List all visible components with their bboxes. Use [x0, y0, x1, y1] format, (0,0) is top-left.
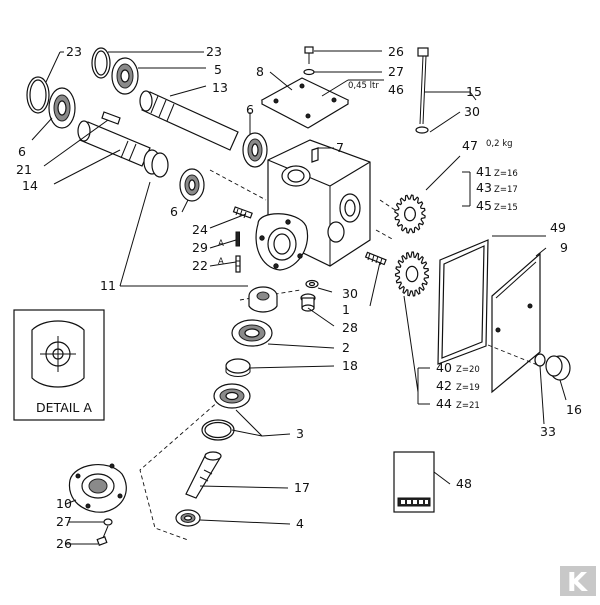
callout-27: 27	[56, 514, 72, 529]
callout-47-note: 0,2 kg	[486, 139, 513, 149]
callout-27: 27	[388, 64, 404, 79]
shaft-part	[139, 90, 239, 151]
callout-21: 21	[16, 162, 32, 177]
callout-44-z: Z=21	[456, 401, 480, 411]
bushing-part	[143, 149, 169, 178]
callout-4: 4	[296, 516, 304, 531]
callout-22: 22	[192, 258, 208, 273]
callout-43: 43	[476, 180, 492, 195]
callout-3: 3	[296, 426, 304, 441]
gear-upper-part	[394, 194, 426, 234]
bearing-part	[242, 132, 268, 168]
callout-24: 24	[192, 222, 208, 237]
callout-15: 15	[466, 84, 482, 99]
callout-48: 48	[456, 476, 472, 491]
pin-part	[232, 206, 253, 219]
bearing-part	[231, 319, 273, 347]
detail-a-label: DETAIL A	[36, 400, 92, 415]
callout-47: 47	[462, 138, 478, 153]
callout-42: 42	[436, 378, 452, 393]
callout-26: 26	[56, 536, 72, 551]
callout-28: 28	[342, 320, 358, 335]
callout-1: 1	[342, 302, 350, 317]
callout-49: 49	[550, 220, 566, 235]
bearing-part	[48, 87, 76, 129]
callout-46-note: 0,45 ltr	[348, 81, 379, 91]
callout-2: 2	[342, 340, 350, 355]
screw-part	[303, 46, 315, 76]
ring-part	[225, 358, 251, 377]
callout-40-z: Z=20	[456, 365, 480, 375]
callout-6: 6	[18, 144, 26, 159]
callout-23: 23	[66, 44, 82, 59]
callout-45: 45	[476, 198, 492, 213]
detail-a-box	[13, 309, 105, 421]
callout-43-z: Z=17	[494, 185, 518, 195]
input-shaft-part	[77, 111, 151, 167]
output-shaft-part	[185, 451, 222, 499]
callout-30: 30	[342, 286, 358, 301]
callout-46: 46	[388, 82, 404, 97]
pin-part	[235, 255, 241, 273]
callout-labels: 23 23 26 8 27 0,45 ltr 46 15 5 13 30 6 6…	[16, 44, 582, 551]
callout-16: 16	[566, 402, 582, 417]
callout-5: 5	[214, 62, 222, 77]
gasket-part	[437, 239, 489, 365]
callout-23: 23	[206, 44, 222, 59]
side-cover-part	[491, 252, 541, 394]
callout-14: 14	[22, 178, 38, 193]
washer-part	[103, 518, 113, 526]
callout-29: 29	[192, 240, 208, 255]
callout-40: 40	[436, 360, 452, 375]
callout-26: 26	[388, 44, 404, 59]
gear-lower-part	[394, 251, 430, 297]
callout-22-a: A	[218, 257, 224, 267]
leader-lines	[31, 50, 567, 545]
brand-logo: K	[560, 566, 596, 598]
bearing-part	[111, 57, 139, 95]
callout-7: 7	[336, 140, 344, 155]
callout-18: 18	[342, 358, 358, 373]
callout-11: 11	[100, 278, 116, 293]
callout-6: 6	[170, 204, 178, 219]
callout-30: 30	[464, 104, 480, 119]
callout-6: 6	[246, 102, 254, 117]
seal-part	[175, 509, 201, 527]
pin-part	[235, 231, 240, 247]
callout-17: 17	[294, 480, 310, 495]
callout-42-z: Z=19	[456, 383, 480, 393]
decal-part	[393, 451, 435, 513]
callout-10: 10	[56, 496, 72, 511]
callout-41: 41	[476, 164, 492, 179]
sleeve-part	[248, 286, 278, 313]
flange-part	[68, 463, 127, 513]
brand-logo-letter: K	[567, 568, 588, 598]
stud-part	[364, 251, 387, 266]
breather-rod-part	[415, 47, 429, 134]
callout-33: 33	[540, 424, 556, 439]
bearing-part	[179, 168, 205, 202]
callout-29-a: A	[218, 239, 224, 249]
callout-13: 13	[212, 80, 228, 95]
callout-8: 8	[256, 64, 264, 79]
cap-part	[534, 353, 571, 381]
bearing-part	[213, 383, 251, 409]
callout-9: 9	[560, 240, 568, 255]
callout-44: 44	[436, 396, 452, 411]
screw-part	[96, 525, 109, 546]
callout-41-z: Z=16	[494, 169, 518, 179]
gearbox-housing-part	[255, 139, 371, 271]
callout-45-z: Z=15	[494, 203, 518, 213]
